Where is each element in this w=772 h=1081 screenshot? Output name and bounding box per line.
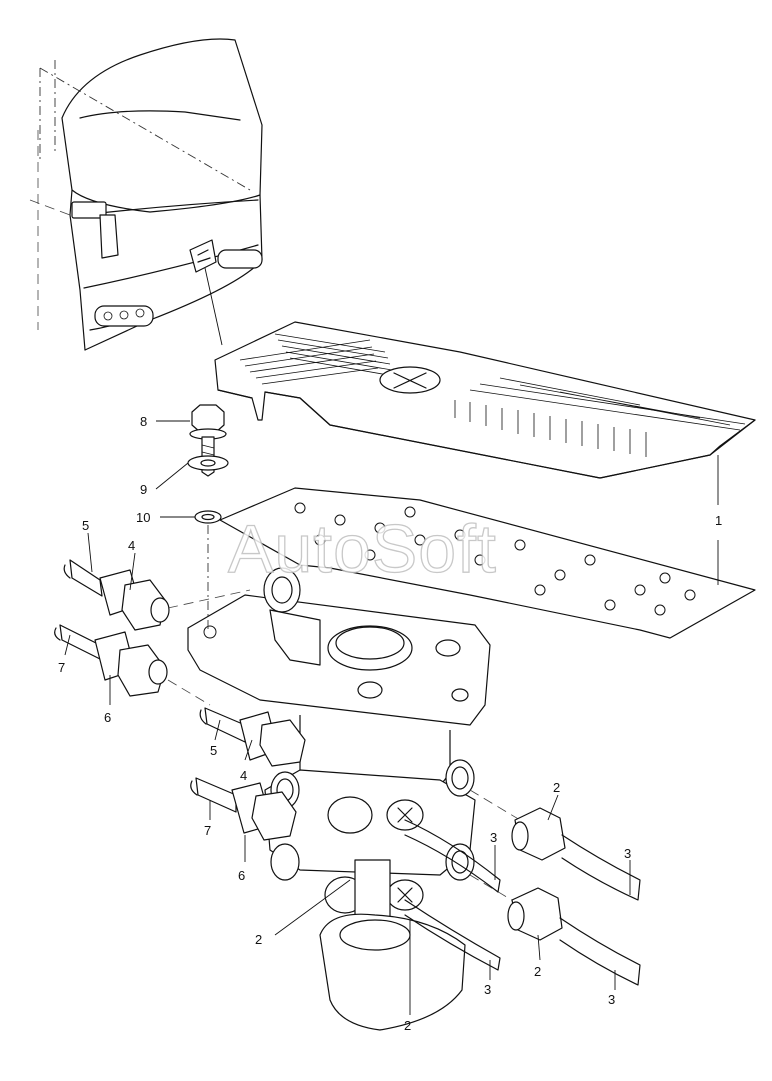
pedal-plate <box>219 487 756 639</box>
callout-2: 2 <box>553 780 560 795</box>
callout-2: 2 <box>255 932 262 947</box>
callout-4: 4 <box>128 538 135 553</box>
callout-2: 2 <box>534 964 541 979</box>
callout-3: 3 <box>624 846 631 861</box>
fitting-assembly-right <box>404 807 641 986</box>
callout-3: 3 <box>484 982 491 997</box>
pedal-cover <box>214 321 756 479</box>
callout-7: 7 <box>58 660 65 675</box>
callout-1: 1 <box>715 513 722 528</box>
brake-valve-body <box>187 567 521 1031</box>
callout-6: 6 <box>238 868 245 883</box>
callout-10: 10 <box>136 510 150 525</box>
callout-7: 7 <box>204 823 211 838</box>
truck-cab-illustration <box>29 38 263 351</box>
leader-lines <box>64 420 631 1015</box>
fitting-assembly-upper-left <box>54 559 251 706</box>
callout-4: 4 <box>240 768 247 783</box>
callout-9: 9 <box>140 482 147 497</box>
callout-3: 3 <box>490 830 497 845</box>
callout-5: 5 <box>210 743 217 758</box>
callout-8: 8 <box>140 414 147 429</box>
callout-6: 6 <box>104 710 111 725</box>
watermark: AutoSoft <box>228 511 497 587</box>
callout-5: 5 <box>82 518 89 533</box>
callout-labels: 1 8 9 10 5 4 7 6 5 4 7 6 2 2 2 2 3 3 3 3 <box>58 414 722 1033</box>
washer-9 <box>187 455 229 471</box>
spring-washer-10 <box>194 510 222 524</box>
callout-2: 2 <box>404 1018 411 1033</box>
callout-3: 3 <box>608 992 615 1007</box>
